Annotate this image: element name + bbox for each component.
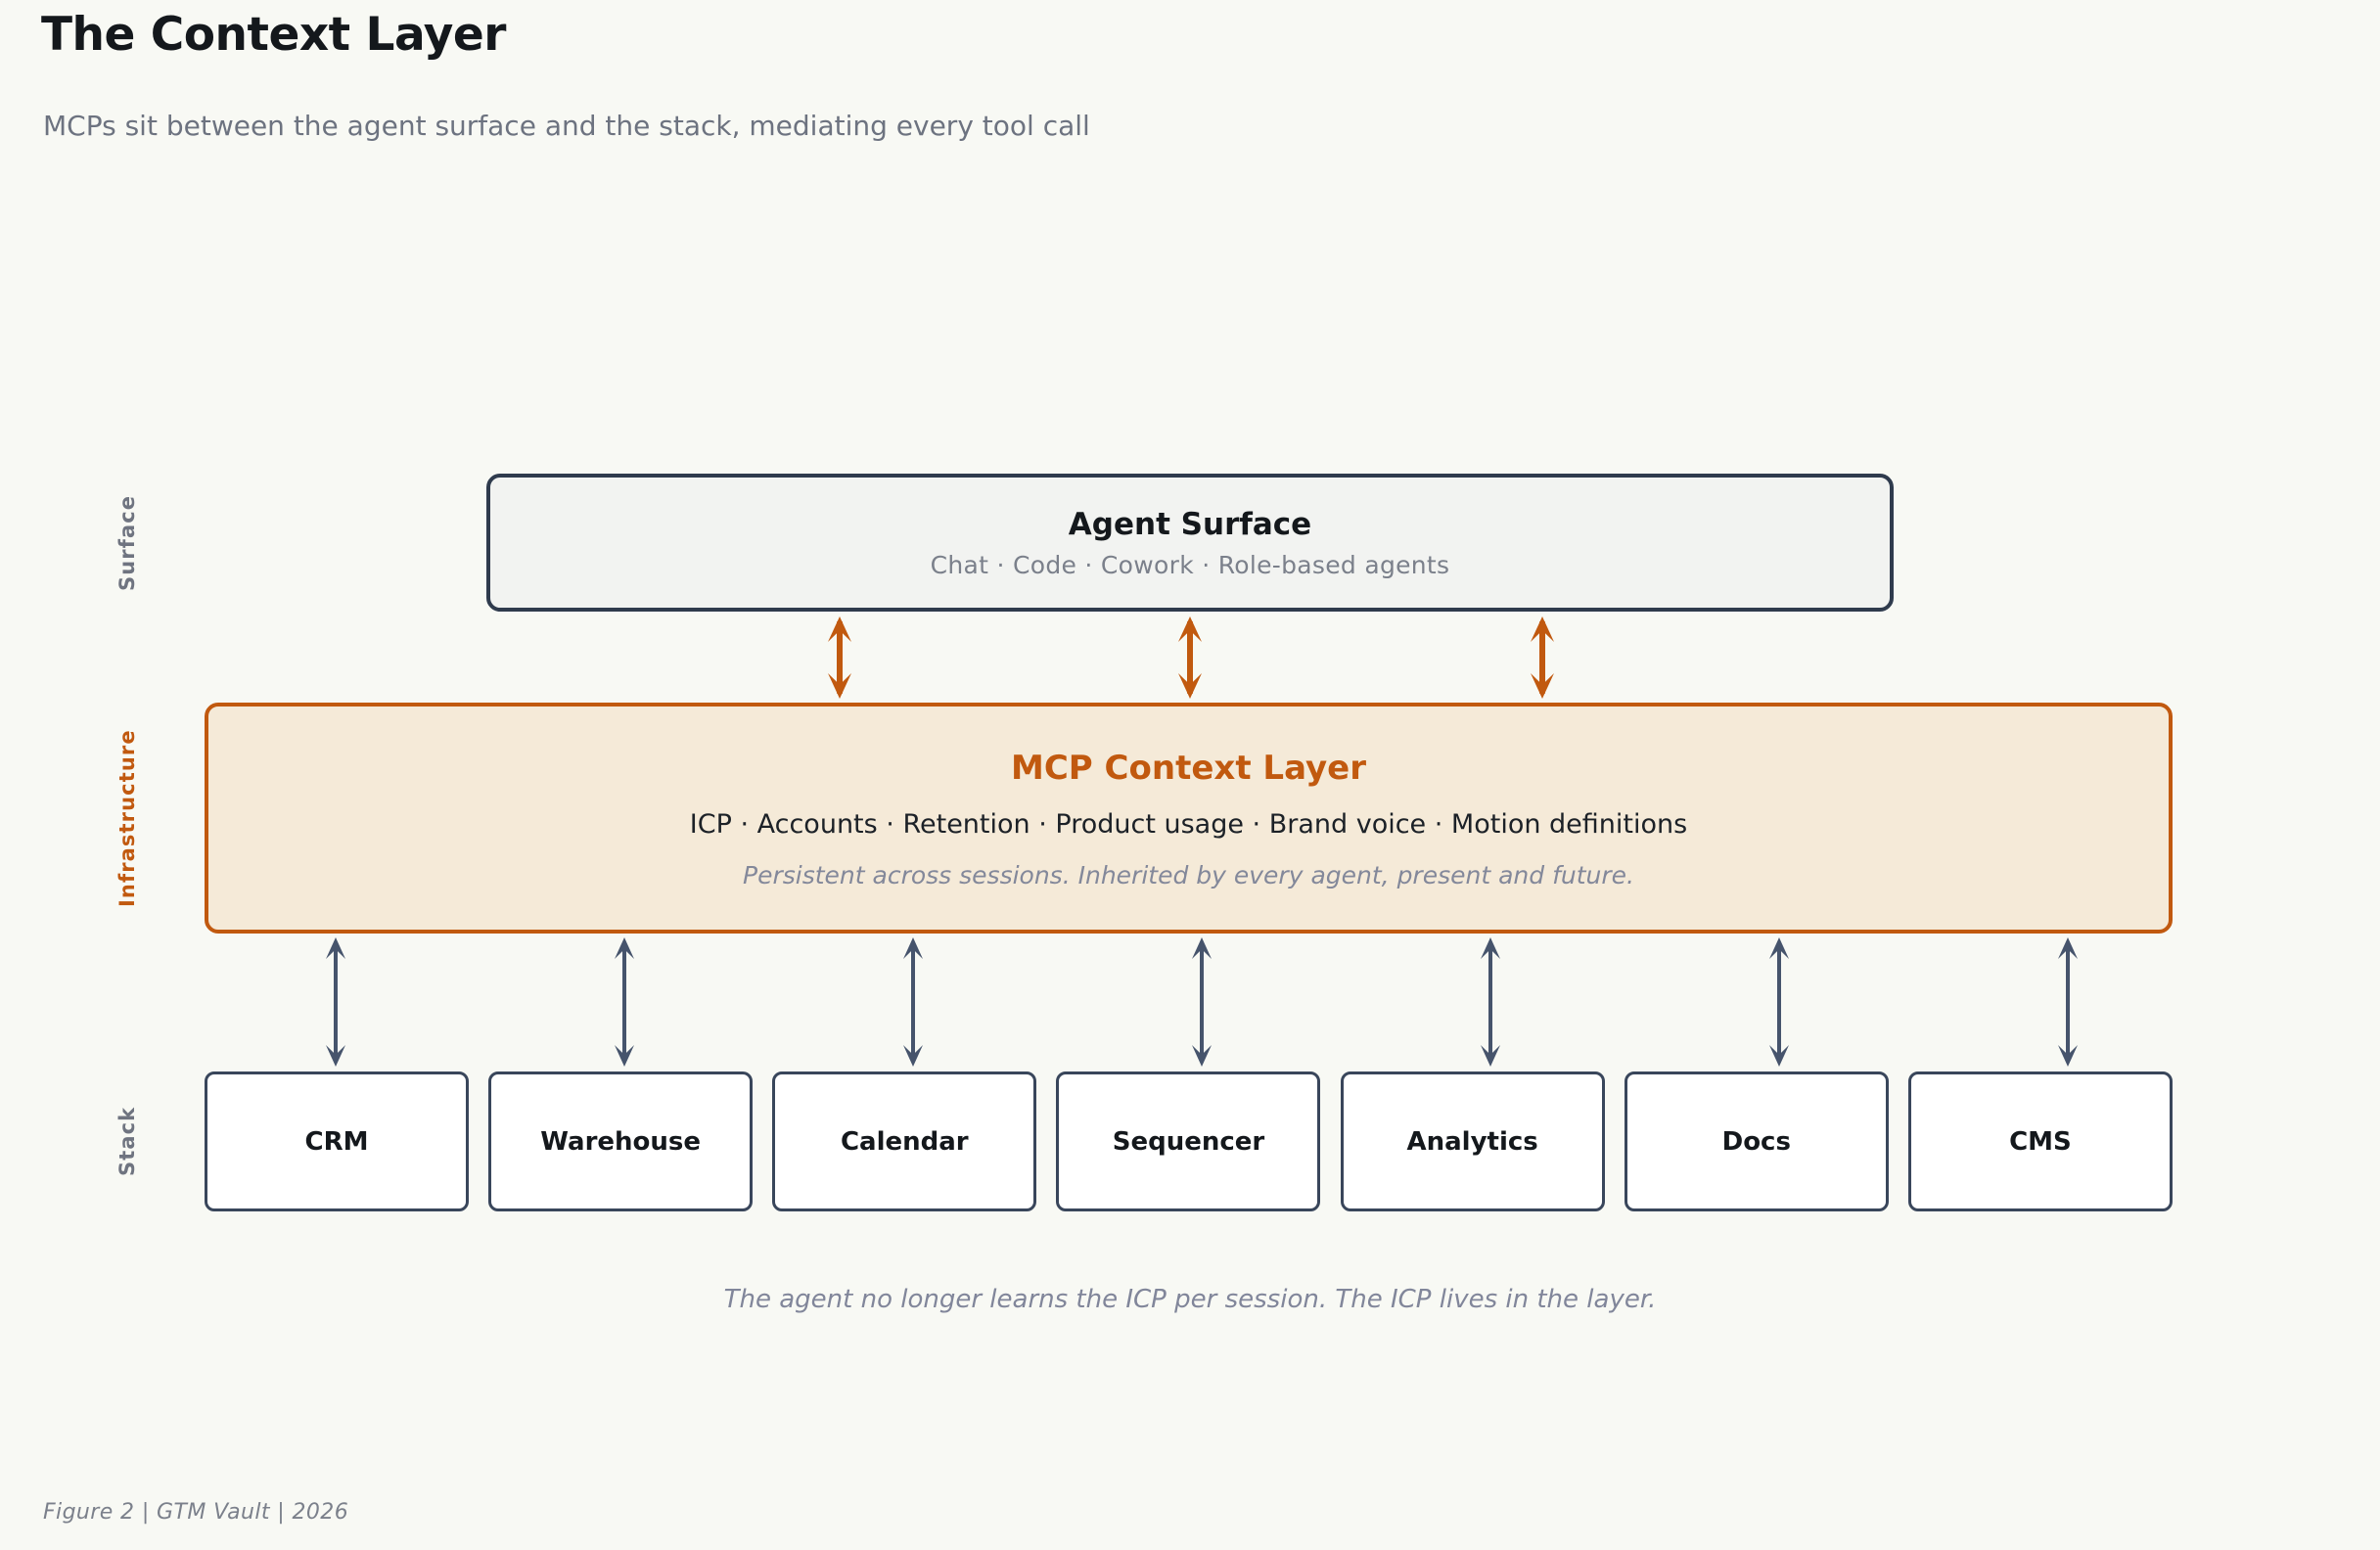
- mcp-context-layer-box[interactable]: MCP Context Layer ICP · Accounts · Reten…: [205, 703, 2173, 934]
- arrow-mcp-to-stack-3: [903, 937, 923, 1067]
- agent-surface-title: Agent Surface: [1068, 506, 1312, 542]
- page-title: The Context Layer: [41, 8, 506, 62]
- arrow-mcp-to-stack-5: [1481, 937, 1500, 1067]
- band-label-stack: Stack: [115, 1106, 139, 1177]
- stack-box-label: Calendar: [840, 1126, 969, 1157]
- arrow-mcp-to-stack-7: [2058, 937, 2078, 1067]
- stack-box-calendar[interactable]: Calendar: [772, 1071, 1037, 1211]
- stack-box-label: Sequencer: [1112, 1126, 1265, 1157]
- agent-surface-box[interactable]: Agent Surface Chat · Code · Cowork · Rol…: [486, 474, 1894, 612]
- stack-box-sequencer[interactable]: Sequencer: [1056, 1071, 1321, 1211]
- arrow-mcp-to-stack-4: [1192, 937, 1212, 1067]
- stack-box-analytics[interactable]: Analytics: [1340, 1071, 1605, 1211]
- mcp-layer-items: ICP · Accounts · Retention · Product usa…: [689, 809, 1688, 840]
- band-label-infrastructure: Infrastructure: [115, 729, 139, 907]
- arrow-mcp-to-stack-1: [326, 937, 345, 1067]
- arrow-mcp-to-stack-6: [1769, 937, 1789, 1067]
- stack-box-crm[interactable]: CRM: [205, 1071, 469, 1211]
- stack-box-label: CMS: [2009, 1126, 2072, 1157]
- stack-box-label: CRM: [304, 1126, 369, 1157]
- arrow-surface-to-mcp-2: [1178, 616, 1202, 699]
- stack-box-docs[interactable]: Docs: [1624, 1071, 1889, 1211]
- stack-box-label: Docs: [1721, 1126, 1791, 1157]
- diagram-caption: The agent no longer learns the ICP per s…: [723, 1285, 1657, 1314]
- stack-row: CRM Warehouse Calendar Sequencer Analytics Do…: [205, 1071, 2173, 1211]
- mcp-layer-note: Persistent across sessions. Inherited by…: [743, 861, 1634, 889]
- figure-credit: Figure 2 | GTM Vault | 2026: [43, 1500, 349, 1525]
- stack-box-cms[interactable]: CMS: [1907, 1071, 2173, 1211]
- stack-box-label: Warehouse: [540, 1126, 702, 1157]
- stack-box-warehouse[interactable]: Warehouse: [488, 1071, 754, 1211]
- mcp-layer-title: MCP Context Layer: [1011, 749, 1366, 788]
- band-label-surface: Surface: [115, 494, 139, 592]
- arrow-surface-to-mcp-3: [1531, 616, 1554, 699]
- agent-surface-subtitle: Chat · Code · Cowork · Role-based agents: [930, 550, 1450, 579]
- stack-box-label: Analytics: [1406, 1126, 1538, 1157]
- page-subtitle: MCPs sit between the agent surface and t…: [43, 110, 1090, 142]
- arrow-mcp-to-stack-2: [615, 937, 634, 1067]
- arrow-surface-to-mcp-1: [828, 616, 851, 699]
